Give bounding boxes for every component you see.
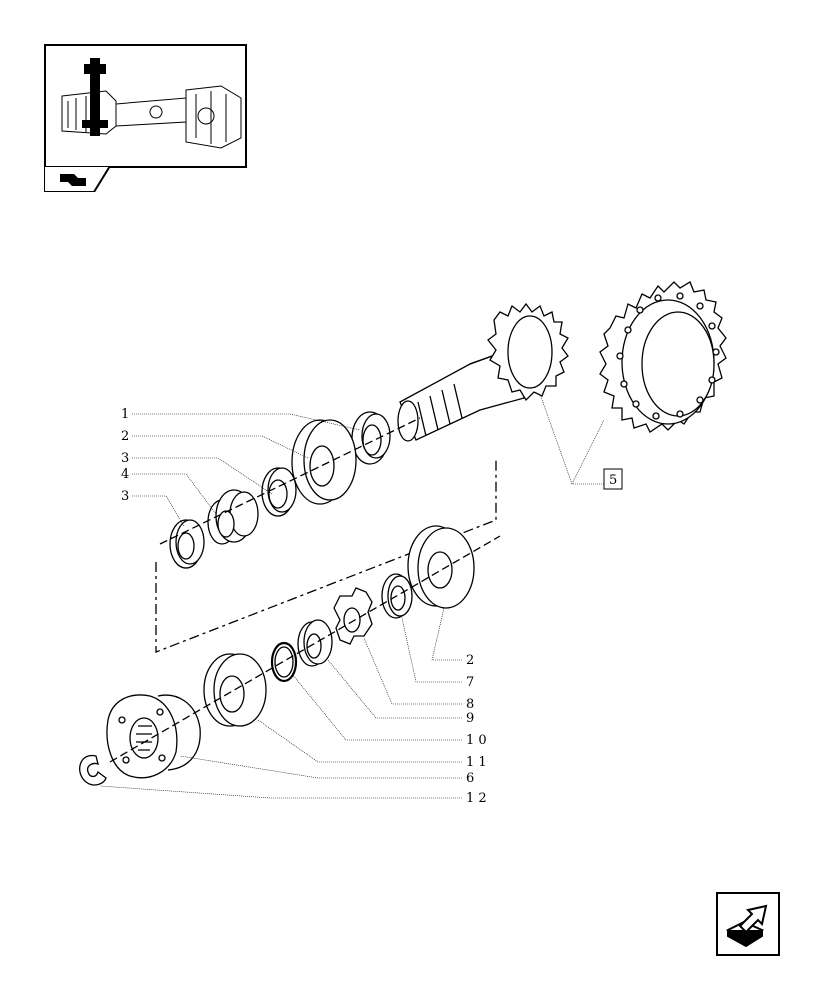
callout-4: 4 [121,467,129,482]
callout-8: 8 [466,697,474,712]
axle-assembly-icon [61,58,242,149]
callout-6: 6 [466,771,474,786]
callout-5: 5 [609,473,617,488]
callout-2: 2 [121,429,129,444]
callout-10: 1 0 [466,733,487,748]
callout-11: 1 1 [466,755,487,770]
callout-1: 1 [121,407,129,422]
part-3-spacer-upper [261,467,297,517]
callout-3: 3 [121,451,129,466]
part-1-race [351,411,391,465]
next-page-button[interactable] [716,892,780,956]
part-9-nut [297,619,333,667]
part-2-bearing-lower [407,525,475,609]
part-11-seal [203,653,267,727]
group-bracket [155,458,497,653]
ring-gear [599,281,727,433]
part-3-spacer-lower [169,519,205,569]
part-12-clip [79,754,107,786]
next-page-arrow-icon [725,904,768,948]
pinion-shaft [397,302,569,442]
thumbnail-tab[interactable] [44,166,110,192]
callout-7: 7 [466,675,474,690]
leader-lines [99,393,610,799]
callout-12: 1 2 [466,791,487,806]
part-8-lock-washer [333,587,373,645]
part-6-flange [106,694,201,779]
book-arrow-icon [60,174,86,186]
callout-2-lower: 2 [466,653,474,668]
callout-9: 9 [466,711,474,726]
callout-box-5 [603,468,623,490]
part-10-snap-ring [270,641,298,683]
part-2-bearing-upper [291,419,357,505]
callout-3-lower: 3 [121,489,129,504]
assembly-axis [109,535,501,763]
overview-thumbnail [44,44,247,168]
assembly-axis-upper [159,417,421,545]
